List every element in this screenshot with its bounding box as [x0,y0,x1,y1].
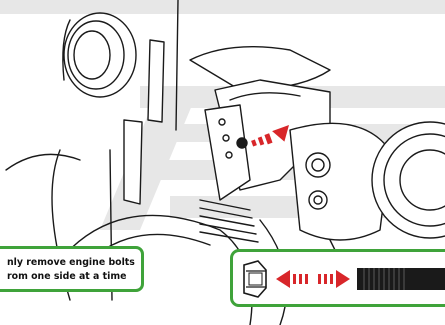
engine-bolt-3 [225,151,233,159]
note-line-2: rom one side at a time [7,271,127,282]
radiator-fins [199,199,259,243]
note-line-1: nly remove engine bolts [7,257,135,268]
engine-side-panel [204,104,251,201]
bolt-removal-callout [230,249,445,307]
motion-arrow-icon [251,125,290,147]
engine-bolt-highlight [236,137,248,149]
rear-wheel [371,121,445,239]
engine-bolt-1 [218,118,226,126]
engine-bolt-2 [222,134,230,142]
instruction-note: nly remove engine bolts rom one side at … [0,246,144,292]
headlight [62,12,137,98]
